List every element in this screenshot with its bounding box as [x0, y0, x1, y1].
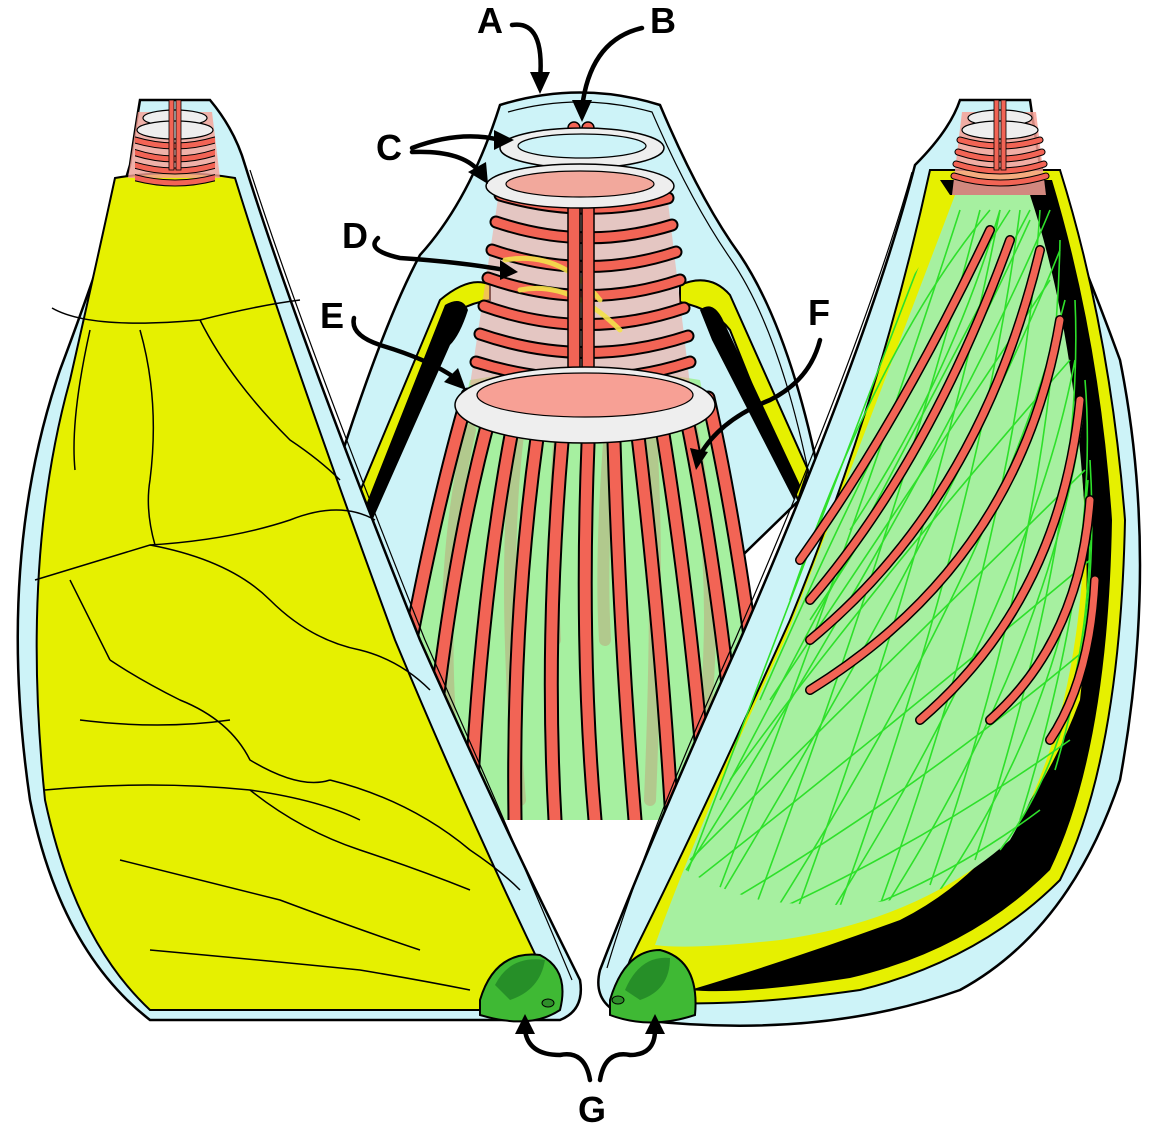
label-a: A	[477, 0, 503, 41]
label-a-group: A	[477, 0, 550, 94]
label-g-group: G	[515, 1014, 665, 1130]
arrow-a	[512, 25, 541, 80]
center-lower-ring	[455, 367, 715, 443]
right-top-coil	[952, 100, 1046, 195]
label-b: B	[650, 0, 676, 41]
center-middle-ring	[486, 164, 674, 208]
center-upper-ring	[500, 128, 664, 168]
arrow-g-right	[600, 1030, 655, 1080]
label-e: E	[320, 295, 344, 336]
label-g: G	[578, 1089, 606, 1130]
label-d: D	[342, 215, 368, 256]
label-c: C	[376, 127, 402, 168]
arrow-g-left	[525, 1030, 590, 1080]
arrow-c-lower	[412, 152, 478, 170]
arrow-a-head	[530, 72, 550, 94]
left-top-coil	[128, 100, 221, 183]
label-f: F	[808, 292, 830, 333]
